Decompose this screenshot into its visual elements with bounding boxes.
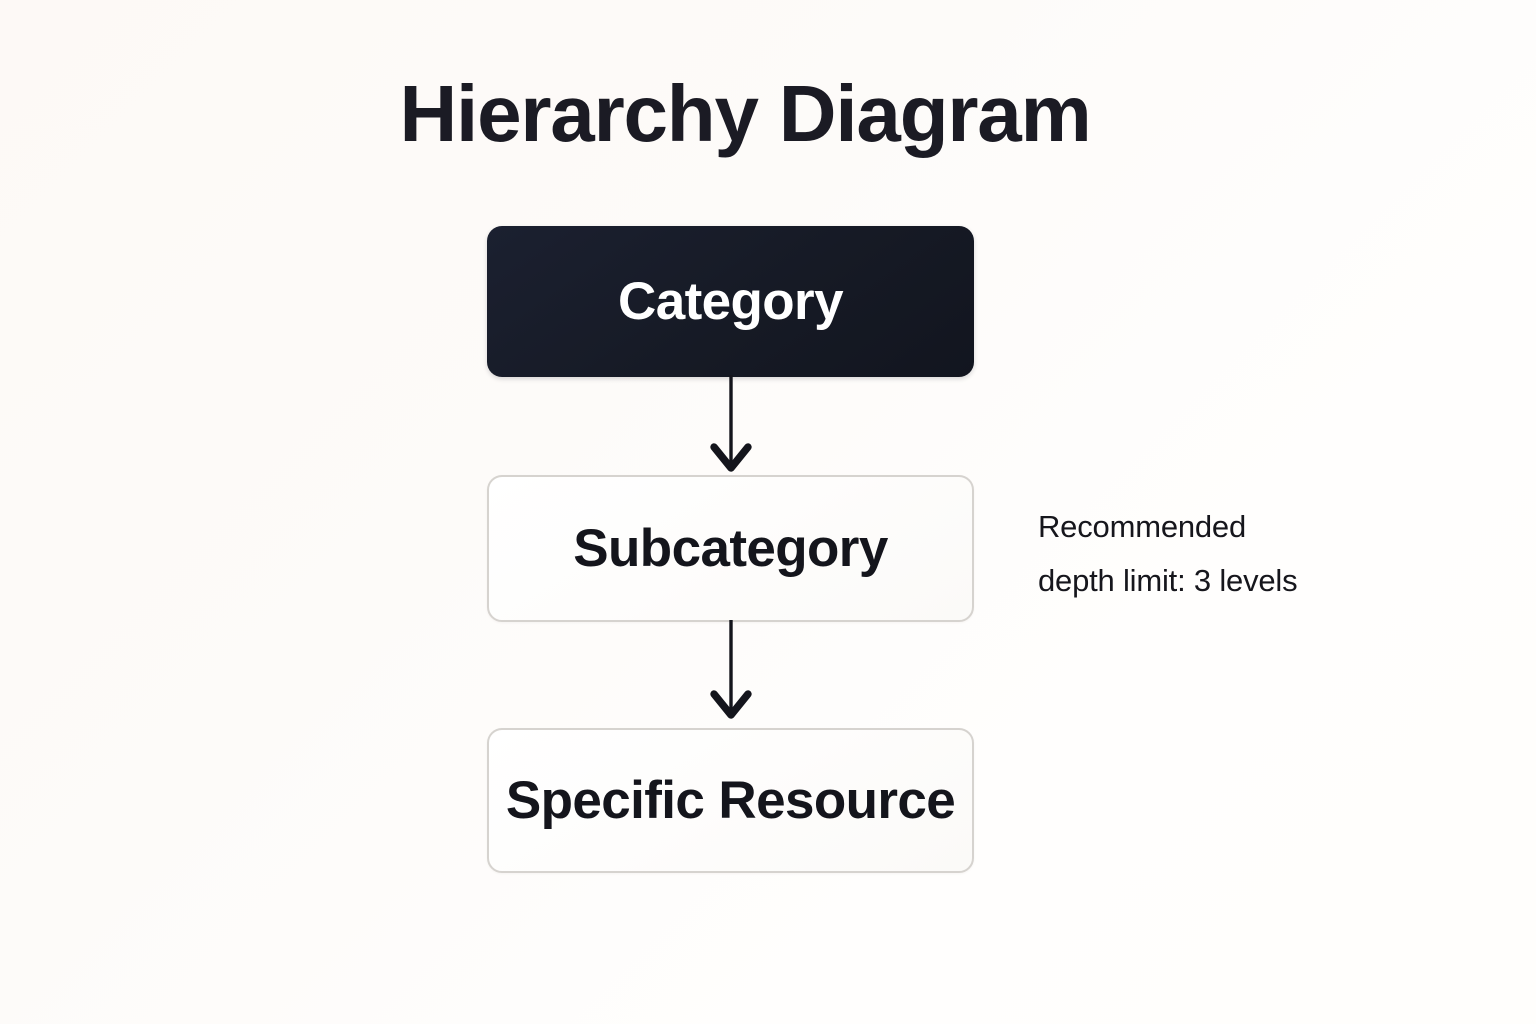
node-subcategory-label: Subcategory bbox=[573, 518, 888, 578]
annotation-line-1: Recommended bbox=[1038, 509, 1247, 544]
depth-limit-annotation: Recommended depth limit: 3 levels bbox=[1038, 500, 1418, 608]
node-specific-resource[interactable]: Specific Resource bbox=[487, 728, 974, 873]
arrow-down-icon bbox=[710, 620, 752, 719]
node-category[interactable]: Category bbox=[487, 226, 974, 377]
annotation-line-2: depth limit: 3 levels bbox=[1038, 562, 1298, 598]
node-specific-resource-label: Specific Resource bbox=[505, 770, 956, 830]
edge-subcategory-to-specific-resource bbox=[703, 620, 759, 720]
node-subcategory[interactable]: Subcategory bbox=[487, 475, 974, 622]
page-title: Hierarchy Diagram bbox=[399, 69, 1091, 158]
edge-category-to-subcategory bbox=[703, 375, 759, 473]
arrow-down-icon bbox=[710, 375, 752, 472]
node-category-label: Category bbox=[618, 271, 844, 331]
